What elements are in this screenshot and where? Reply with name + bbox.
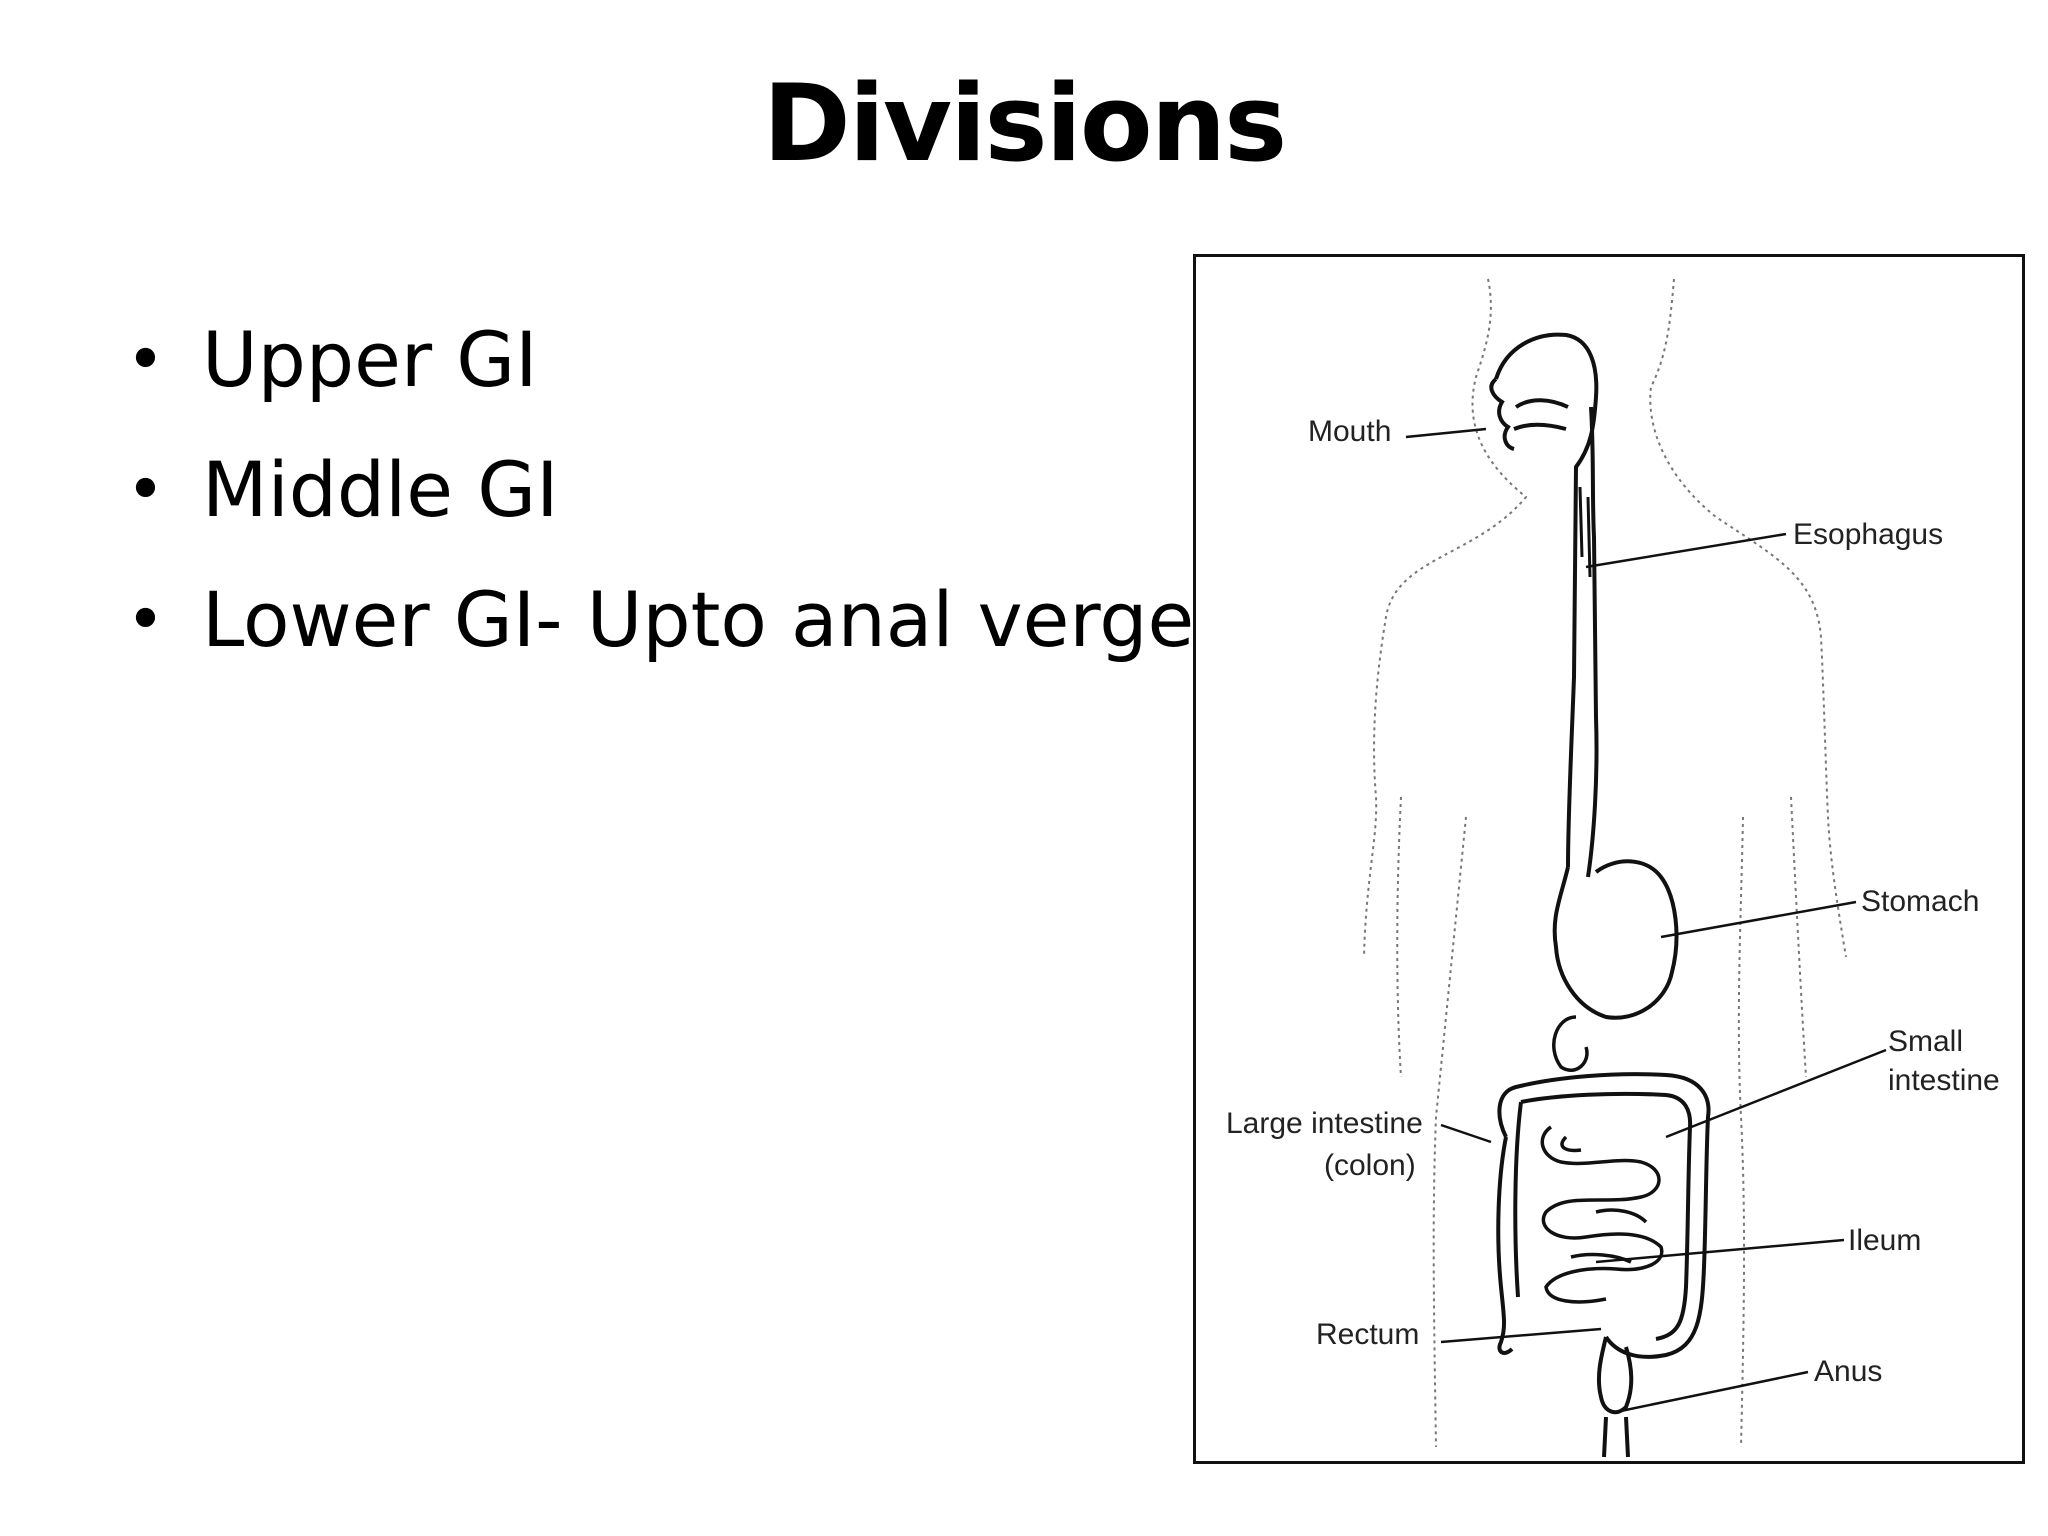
- digestive-system-diagram: Mouth Esophagus Stomach Small intestine …: [1226, 278, 2000, 1458]
- body-outline: [1363, 278, 1847, 1448]
- bullet-item: • Upper GI: [120, 305, 1194, 435]
- label-esophagus: Esophagus: [1793, 518, 1943, 551]
- mouth-organ: [1489, 332, 1599, 878]
- bullet-text: Lower GI- Upto anal verge: [202, 575, 1195, 664]
- digestive-system-figure: Mouth Esophagus Stomach Small intestine …: [1193, 254, 2025, 1464]
- bullet-dot-icon: •: [126, 451, 165, 528]
- esophagus-organ: [1578, 486, 1592, 578]
- label-small-intestine-2: intestine: [1888, 1064, 2000, 1097]
- bullet-dot-icon: •: [126, 581, 165, 658]
- bullet-text: Middle GI: [202, 445, 559, 534]
- slide-title: Divisions: [762, 62, 1288, 185]
- label-large-intestine-2: (colon): [1324, 1149, 1416, 1182]
- bullet-item: • Middle GI: [120, 435, 1194, 565]
- large-intestine-organ: [1496, 1072, 1711, 1359]
- label-ileum: Ileum: [1848, 1224, 1921, 1257]
- bullet-item: • Lower GI- Upto anal verge: [120, 565, 1194, 695]
- bullet-dot-icon: •: [126, 321, 165, 398]
- small-intestine-organ: [1540, 1015, 1664, 1304]
- label-stomach: Stomach: [1861, 885, 1979, 918]
- leader-lines: [1405, 427, 1887, 1414]
- bullet-list: • Upper GI • Middle GI • Lower GI- Upto ana…: [120, 305, 1194, 695]
- label-anus: Anus: [1814, 1355, 1882, 1388]
- label-small-intestine-1: Small: [1888, 1025, 1963, 1058]
- label-large-intestine-1: Large intestine: [1226, 1107, 1423, 1140]
- label-mouth: Mouth: [1308, 415, 1391, 448]
- stomach-organ: [1552, 859, 1679, 1020]
- bullet-text: Upper GI: [202, 315, 538, 404]
- rectum-organ: [1596, 1336, 1634, 1458]
- label-rectum: Rectum: [1316, 1318, 1419, 1351]
